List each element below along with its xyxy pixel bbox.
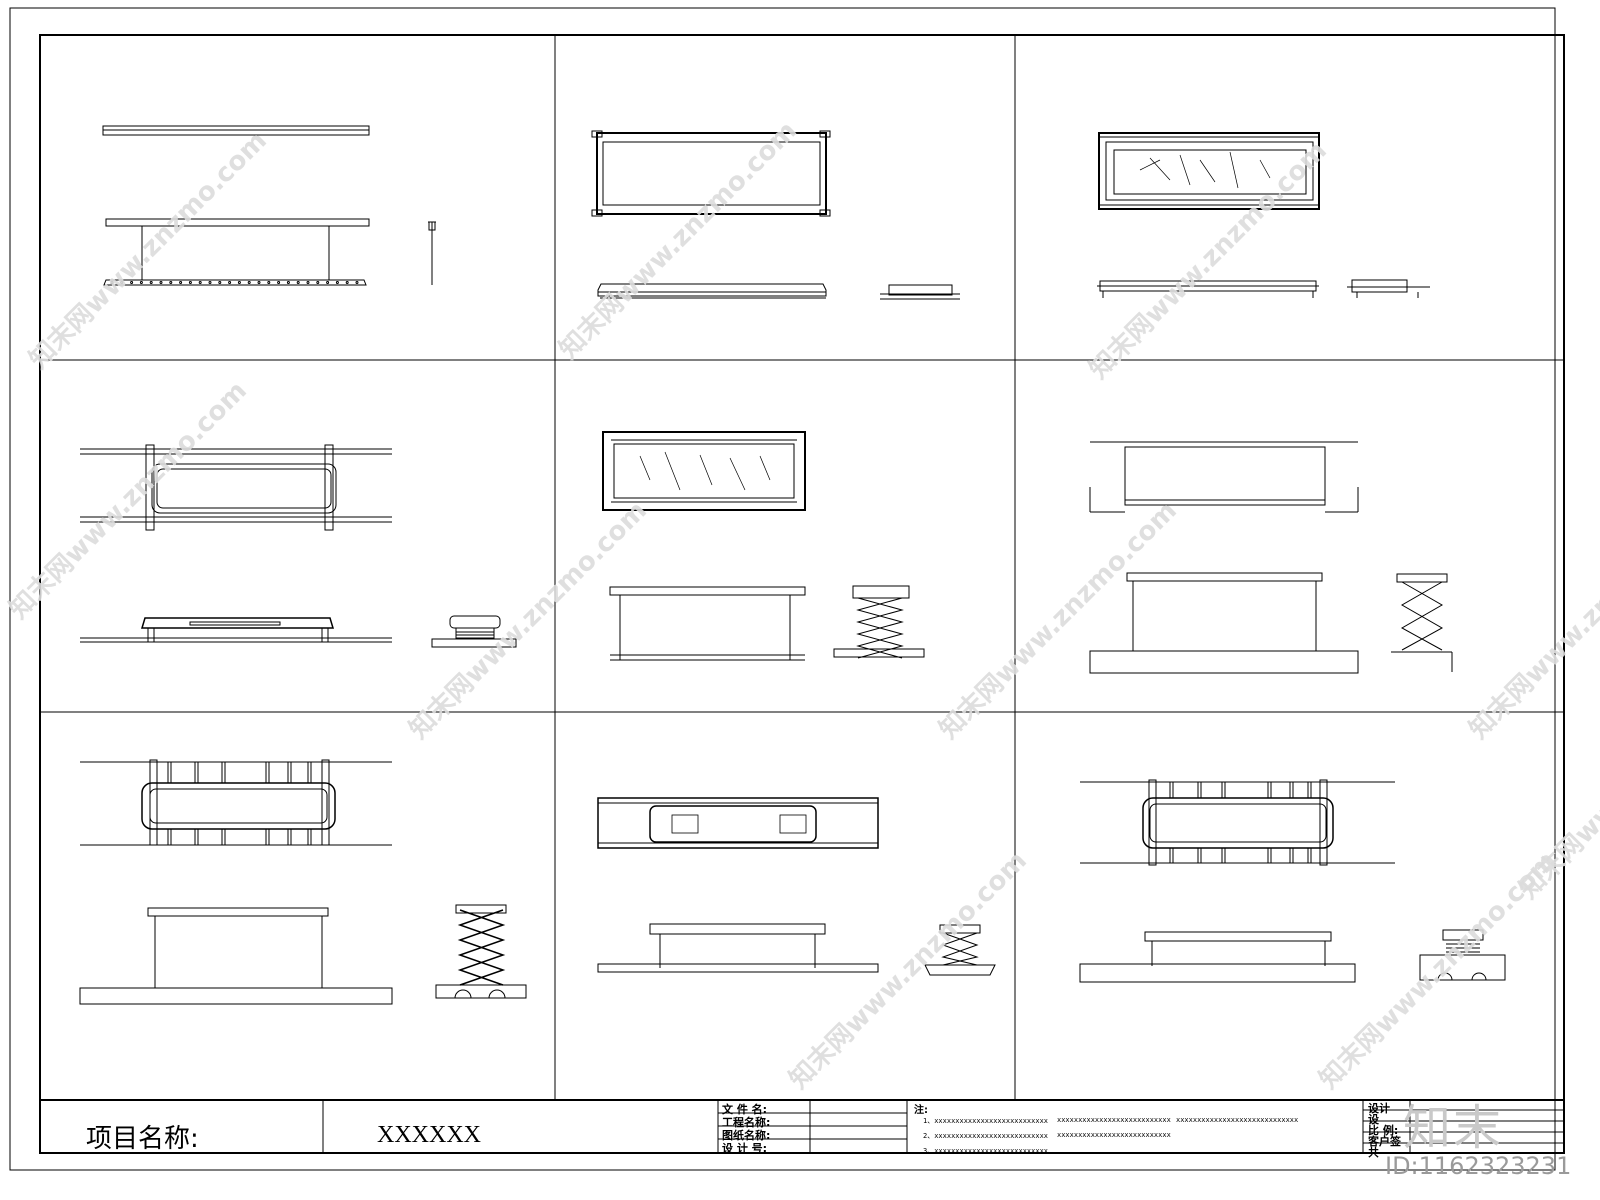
- hanger-post: [1267, 847, 1272, 864]
- hanger-post: [265, 828, 270, 846]
- hanger-post: [287, 828, 292, 846]
- rail-hole: [188, 281, 192, 284]
- note-line: 1、xxxxxxxxxxxxxxxxxxxxxxxxxxx: [923, 1117, 1049, 1125]
- note-line: xxxxxxxxxxxxxxxxxxxxxxxxxxx: [1057, 1116, 1171, 1124]
- watermark-text: 知末网www.znzmo.com: [1084, 136, 1333, 385]
- field-designer: 设计: [1368, 1102, 1390, 1115]
- rail-hole: [208, 281, 212, 284]
- hanger-post: [1197, 847, 1202, 864]
- hanger-post: [1169, 847, 1174, 864]
- rail-hole: [120, 281, 124, 284]
- rail-hole: [179, 281, 183, 284]
- hanger-post: [1169, 781, 1174, 799]
- watermark-text: 知末网www.znzmo.com: [1464, 496, 1600, 745]
- rail-hole: [169, 281, 173, 284]
- rail-hole: [306, 281, 310, 284]
- rail-hole: [316, 281, 320, 284]
- rail-hole: [257, 281, 261, 284]
- hanger-post: [194, 761, 199, 784]
- hanger-post: [221, 761, 226, 784]
- watermark-text: 知末网www.znzmo.com: [24, 126, 273, 375]
- rail-hole: [277, 281, 281, 284]
- note-line: 3、xxxxxxxxxxxxxxxxxxxxxxxxxxx: [923, 1147, 1049, 1155]
- project-name-value: XXXXXX: [377, 1122, 481, 1148]
- rail-hole: [355, 281, 359, 284]
- hanger-post: [1289, 781, 1294, 799]
- hanger-post: [1267, 781, 1272, 799]
- rail-hole: [218, 281, 222, 284]
- rail-hole: [110, 281, 114, 284]
- rail-hole: [326, 281, 330, 284]
- field-scale: 比 例:: [1368, 1124, 1399, 1137]
- field-total: 共: [1368, 1146, 1379, 1159]
- project-name-label: 项目名称:: [86, 1124, 199, 1154]
- rail-hole: [159, 281, 163, 284]
- rail-hole: [267, 281, 271, 284]
- rail-hole: [149, 281, 153, 284]
- rail-hole: [335, 281, 339, 284]
- hanger-post: [1221, 781, 1226, 799]
- hanger-post: [265, 761, 270, 784]
- rail-hole: [247, 281, 251, 284]
- hanger-post: [287, 761, 292, 784]
- field-file-name: 文 件 名:: [722, 1103, 768, 1116]
- rail-hole: [228, 281, 232, 284]
- watermark-text: 知末网www.znzmo.com: [4, 376, 253, 625]
- hanger-post: [307, 761, 312, 784]
- rail-hole: [139, 281, 143, 284]
- hanger-post: [1307, 781, 1312, 799]
- watermark-text: 知末网www.znzmo.com: [404, 496, 653, 745]
- hanger-post: [221, 828, 226, 846]
- field-client-sign: 客户签: [1368, 1135, 1401, 1148]
- field-drawing-name: 图纸名称:: [722, 1129, 771, 1142]
- hanger-post: [1197, 781, 1202, 799]
- rail-hole: [286, 281, 290, 284]
- field-project-name: 工程名称:: [722, 1116, 771, 1129]
- rail-hole: [296, 281, 300, 284]
- hanger-post: [1221, 847, 1226, 864]
- note-line: xxxxxxxxxxxxxxxxxxxxxxxxxxxxx: [1176, 1116, 1299, 1124]
- hanger-post: [167, 761, 172, 784]
- watermark-logo: 知末: [1403, 1100, 1504, 1156]
- rail-hole: [198, 281, 202, 284]
- hanger-post: [167, 828, 172, 846]
- hanger-post: [194, 828, 199, 846]
- watermark-id: ID:1162323231: [1385, 1152, 1572, 1180]
- notes-heading: 注:: [914, 1105, 928, 1116]
- hanger-post: [307, 828, 312, 846]
- note-line: 2、xxxxxxxxxxxxxxxxxxxxxxxxxxx: [923, 1132, 1049, 1140]
- rail-hole: [345, 281, 349, 284]
- watermark-text: 知末网www.znzmo.com: [934, 496, 1183, 745]
- hanger-post: [1289, 847, 1294, 864]
- field-design: 设: [1368, 1113, 1379, 1126]
- note-line: xxxxxxxxxxxxxxxxxxxxxxxxxxx: [1057, 1131, 1171, 1139]
- watermark-text: 知末网www.znzmo.com: [784, 846, 1033, 1095]
- rail-hole: [237, 281, 241, 284]
- watermark-text: 知末网www.znzmo.com: [554, 116, 803, 365]
- field-design-number: 设 计 号:: [722, 1142, 768, 1155]
- hanger-post: [1307, 847, 1312, 864]
- rail-hole: [130, 281, 134, 284]
